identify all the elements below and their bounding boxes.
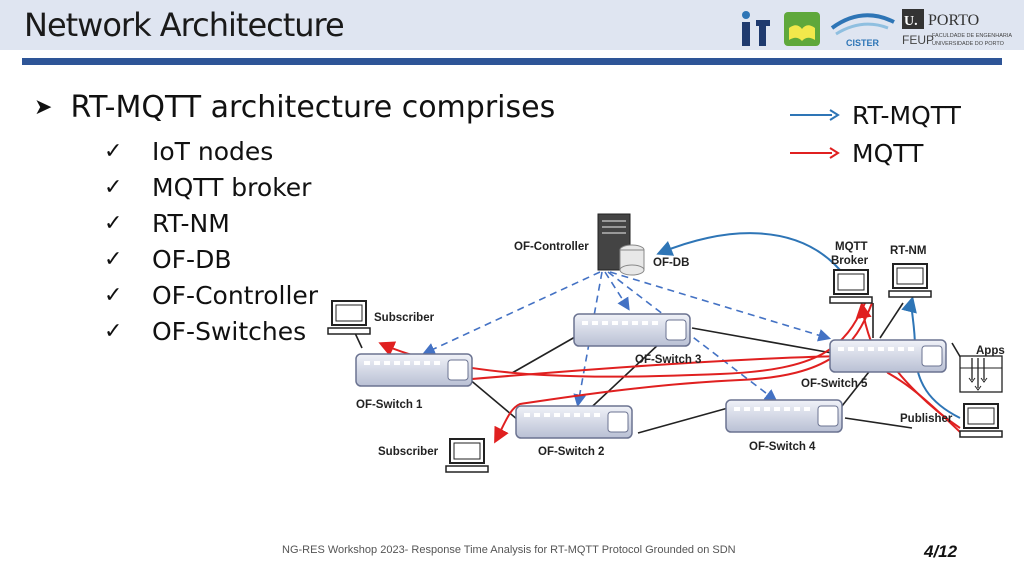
list-item-label: OF-DB xyxy=(152,245,232,274)
porto-name-text: PORTO xyxy=(928,12,979,29)
list-item-label: OF-Switches xyxy=(152,317,307,346)
subscriber-bottom-node: Subscriber xyxy=(378,438,489,473)
porto-u-text: U. xyxy=(904,14,918,29)
feup-text: FEUP xyxy=(902,33,934,47)
subscriber-top-label: Subscriber xyxy=(374,312,435,324)
of-switch-2: OF-Switch 2 xyxy=(515,405,633,458)
rt-nm-node: RT-NM xyxy=(888,245,932,298)
checkmark-icon: ✓ xyxy=(104,283,123,308)
subscriber-top-node: Subscriber xyxy=(327,300,435,335)
of-switch-5: OF-Switch 5 xyxy=(801,339,947,390)
network-diagram: OF-Controller OF-DB Subscriber Subscribe… xyxy=(327,213,1005,473)
title-rule xyxy=(22,58,1002,65)
checkmark-icon: ✓ xyxy=(104,211,123,236)
footer-text: NG-RES Workshop 2023- Response Time Anal… xyxy=(282,544,736,556)
db-label: OF-DB xyxy=(653,257,689,269)
legend-label: MQTT xyxy=(852,138,924,168)
checkmark-icon: ✓ xyxy=(104,175,123,200)
main-bullet-text: RT-MQTT architecture comprises xyxy=(70,90,556,125)
of-db-node: OF-DB xyxy=(619,244,689,276)
arrow-bullet-icon: ➤ xyxy=(34,95,53,120)
switch5-label: OF-Switch 5 xyxy=(801,378,868,390)
list-item: ✓ OF-Controller xyxy=(104,278,318,314)
broker-label-line1: MQTT xyxy=(835,241,868,253)
switch2-label: OF-Switch 2 xyxy=(538,446,604,458)
apps-node: Apps xyxy=(959,345,1005,393)
switch1-label: OF-Switch 1 xyxy=(356,399,423,411)
controller-links xyxy=(422,271,832,408)
feup-line1: FACULDADE DE ENGENHARIA xyxy=(932,33,1012,39)
red-arrow-icon xyxy=(790,147,840,159)
checkmark-icon: ✓ xyxy=(104,247,123,272)
feup-line2: UNIVERSIDADE DO PORTO xyxy=(932,41,1005,47)
checkmark-icon: ✓ xyxy=(104,319,123,344)
of-switch-3: OF-Switch 3 xyxy=(573,313,701,366)
of-controller-node: OF-Controller xyxy=(514,213,631,271)
publisher-node: Publisher xyxy=(900,403,1003,438)
legend-item-rt-mqtt: RT-MQTT xyxy=(788,96,961,134)
institution-logos: CISTER U. PORTO FEUP FACULDADE DE ENGENH… xyxy=(742,9,1012,48)
slide-title: Network Architecture xyxy=(24,6,345,44)
list-item-label: IoT nodes xyxy=(152,137,274,166)
legend-item-mqtt: MQTT xyxy=(788,134,961,172)
list-item-label: MQTT broker xyxy=(152,173,312,202)
list-item: ✓ MQTT broker xyxy=(104,170,318,206)
legend: RT-MQTT MQTT xyxy=(788,96,961,172)
cister-text: CISTER xyxy=(846,38,880,48)
apps-label: Apps xyxy=(976,345,1005,357)
uporto-feup-logo: U. PORTO FEUP FACULDADE DE ENGENHARIA UN… xyxy=(902,9,1012,47)
rtnm-label: RT-NM xyxy=(890,245,926,257)
page-number: 4/12 xyxy=(924,542,958,561)
list-item: ✓ IoT nodes xyxy=(104,134,318,170)
component-list: ✓ IoT nodes ✓ MQTT broker ✓ RT-NM ✓ OF-DB ✓ O… xyxy=(104,134,318,350)
list-item: ✓ OF-DB xyxy=(104,242,318,278)
main-bullet: ➤ RT-MQTT architecture comprises xyxy=(34,90,555,125)
switch4-label: OF-Switch 4 xyxy=(749,441,816,453)
green-book-logo xyxy=(784,12,820,46)
list-item: ✓ OF-Switches xyxy=(104,314,318,350)
list-item: ✓ RT-NM xyxy=(104,206,318,242)
list-item-label: RT-NM xyxy=(152,209,230,238)
publisher-label: Publisher xyxy=(900,413,953,425)
broker-label-line2: Broker xyxy=(831,255,869,267)
checkmark-icon: ✓ xyxy=(104,139,123,164)
list-item-label: OF-Controller xyxy=(152,281,319,310)
legend-label: RT-MQTT xyxy=(852,100,961,130)
blue-arrow-icon xyxy=(790,109,840,121)
it-logo xyxy=(742,11,770,46)
of-switch-1: OF-Switch 1 xyxy=(355,353,473,411)
switch3-label: OF-Switch 3 xyxy=(635,354,701,366)
cister-logo: CISTER xyxy=(830,13,895,48)
mqtt-broker-node: MQTT Broker xyxy=(829,241,873,304)
of-switch-4: OF-Switch 4 xyxy=(725,399,843,453)
controller-label: OF-Controller xyxy=(514,241,589,253)
subscriber-bottom-label: Subscriber xyxy=(378,446,439,458)
